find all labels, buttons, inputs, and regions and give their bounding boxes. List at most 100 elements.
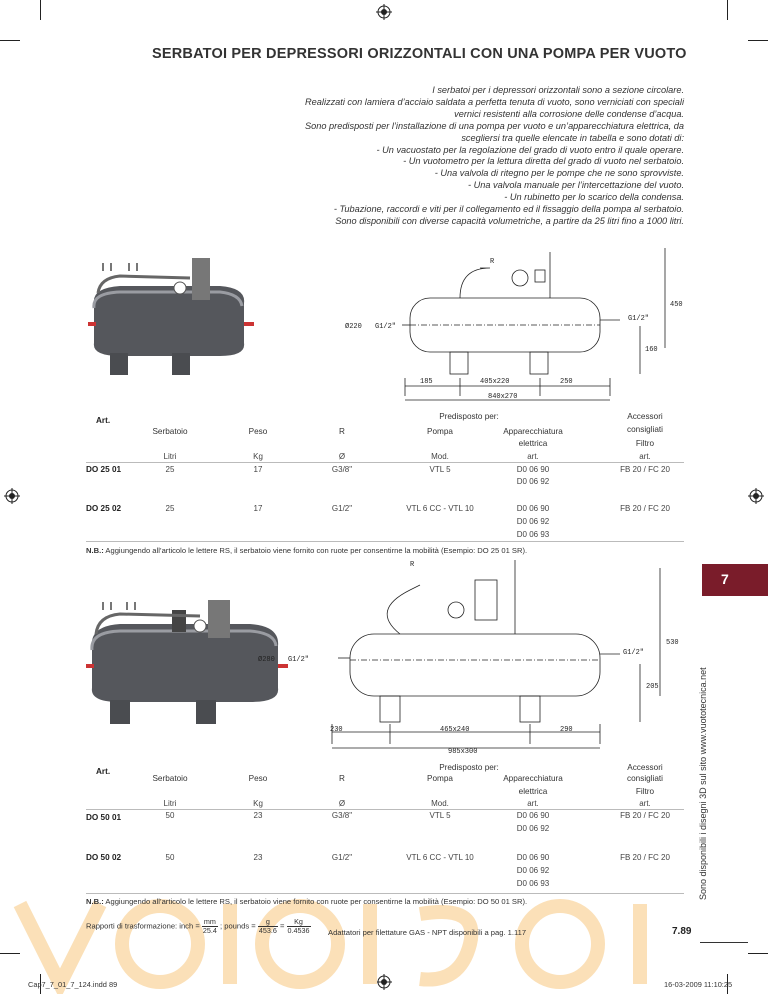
- unit-art: art.: [527, 452, 539, 461]
- registration-mark-icon: [4, 488, 20, 504]
- row-kg: 23: [253, 811, 263, 820]
- col-header-apparecchiatura: Apparecchiatura: [503, 774, 563, 783]
- row-pompa: VTL 6 CC - VTL 10: [406, 853, 474, 862]
- unit-litri: Litri: [163, 452, 177, 461]
- tank-photo: [88, 258, 254, 375]
- intro-line: Sono predisposti per l’installazione di …: [305, 120, 684, 131]
- row-r: G3/8": [331, 811, 353, 820]
- row-app: D0 06 92: [516, 517, 550, 526]
- divider: [86, 893, 684, 894]
- col-header-elettrica: elettrica: [518, 787, 548, 796]
- dim-total: 985x300: [448, 748, 477, 756]
- table-do50: Predisposto per: Art. Accessori Serbatoi…: [0, 763, 768, 903]
- col-header-peso: Peso: [248, 774, 268, 783]
- divider: [700, 942, 748, 943]
- unit-art-accessori: art.: [639, 452, 651, 461]
- intro-line: vernici resistenti alla corrosione delle…: [454, 108, 684, 119]
- row-app: D0 06 92: [516, 477, 550, 486]
- nb-note-2: N.B.: Aggiungendo all’articolo le letter…: [86, 897, 528, 906]
- col-header-r: R: [339, 774, 345, 783]
- unit-mod: Mod.: [431, 799, 449, 808]
- col-header-filtro: Filtro: [635, 787, 655, 796]
- col-header-accessori: Accessori: [627, 412, 663, 421]
- dim-port-left: G1/2": [288, 656, 309, 664]
- footer-file: Cap7_7_01_7_124.indd 89: [28, 980, 118, 989]
- col-header-serbatoio: Serbatoio: [152, 774, 188, 783]
- crop-mark: [0, 40, 20, 41]
- row-art: DO 25 01: [86, 465, 122, 474]
- dim-port-right: G1/2": [628, 315, 649, 323]
- row-r: G1/2": [331, 504, 353, 513]
- dim-height-total: 530: [666, 639, 679, 647]
- section-tab: 7: [702, 564, 768, 596]
- row-litri: 25: [165, 504, 175, 513]
- crop-mark: [727, 0, 728, 20]
- unit-kg: Kg: [253, 799, 263, 808]
- row-app: D0 06 93: [516, 530, 550, 539]
- registration-mark-icon: [376, 974, 392, 990]
- intro-line: Sono disponibili con diverse capacità vo…: [335, 215, 684, 226]
- col-header-consigliati: consigliati: [627, 425, 663, 434]
- row-app: D0 06 92: [516, 866, 550, 875]
- row-art: DO 50 02: [86, 853, 122, 862]
- dim-left: 185: [420, 378, 433, 386]
- row-app: D0 06 92: [516, 824, 550, 833]
- row-litri: 25: [165, 465, 175, 474]
- unit-r: Ø: [338, 799, 346, 808]
- dim-right: 290: [560, 726, 573, 734]
- row-acc: FB 20 / FC 20: [620, 504, 670, 513]
- tank-photo: [86, 600, 288, 724]
- dim-mid: 405x220: [480, 378, 509, 386]
- intro-line: - Un vacuostato per la regolazione del g…: [376, 144, 684, 155]
- row-pompa: VTL 5: [429, 465, 451, 474]
- row-acc: FB 20 / FC 20: [620, 853, 670, 862]
- row-app: D0 06 90: [516, 811, 550, 820]
- divider: [86, 462, 684, 463]
- tank-drawing-50l: R Ø280 G1/2" G1/2" 530 205 230 465x240 2…: [86, 560, 679, 756]
- page-number: 7.89: [672, 926, 692, 937]
- dim-diameter: Ø280: [258, 655, 275, 664]
- dim-r: R: [410, 561, 415, 569]
- dim-mid: 465x240: [440, 726, 469, 734]
- col-header-peso: Peso: [248, 427, 268, 436]
- intro-line: scegliersi tra quelle elencate in tabell…: [461, 132, 684, 143]
- intro-text: I serbatoi per i depressori orizzontali …: [254, 85, 684, 228]
- divider: [86, 809, 684, 810]
- col-header-serbatoio: Serbatoio: [152, 427, 188, 436]
- table-do25: Predisposto per: Art. Accessori Serbatoi…: [0, 412, 768, 562]
- dim-height-feet: 160: [645, 346, 658, 354]
- registration-mark-icon: [748, 488, 764, 504]
- col-header-consigliati: consigliati: [627, 774, 663, 783]
- registration-mark-icon: [376, 4, 392, 20]
- unit-litri: Litri: [163, 799, 177, 808]
- dim-port-left: G1/2": [375, 323, 396, 331]
- dim-total: 840x270: [488, 393, 517, 401]
- col-header-accessori: Accessori: [627, 763, 663, 772]
- unit-r: Ø: [338, 452, 346, 461]
- dim-r: R: [490, 258, 495, 266]
- footer-timestamp: 16-03-2009 11:10:25: [664, 980, 733, 989]
- divider: [86, 541, 684, 542]
- row-acc: FB 20 / FC 20: [620, 465, 670, 474]
- row-litri: 50: [165, 811, 175, 820]
- row-litri: 50: [165, 853, 175, 862]
- intro-line: - Tubazione, raccordi e viti per il coll…: [333, 204, 684, 215]
- row-art: DO 25 02: [86, 504, 122, 513]
- row-pompa: VTL 5: [429, 811, 451, 820]
- crop-mark: [40, 974, 41, 994]
- unit-mod: Mod.: [431, 452, 449, 461]
- unit-art-accessori: art.: [639, 799, 651, 808]
- col-header-predisposto: Predisposto per:: [439, 412, 499, 421]
- nb-note-1: N.B.: Aggiungendo all’articolo le letter…: [86, 546, 528, 555]
- row-kg: 17: [253, 465, 263, 474]
- row-acc: FB 20 / FC 20: [620, 811, 670, 820]
- row-app: D0 06 90: [516, 504, 550, 513]
- row-pompa: VTL 6 CC - VTL 10: [406, 504, 474, 513]
- crop-mark: [727, 974, 728, 994]
- row-kg: 17: [253, 504, 263, 513]
- col-header-elettrica: elettrica: [518, 439, 548, 448]
- col-header-filtro: Filtro: [635, 439, 655, 448]
- crop-mark: [0, 953, 20, 954]
- intro-line: - Un vuotometro per la lettura diretta d…: [403, 156, 684, 167]
